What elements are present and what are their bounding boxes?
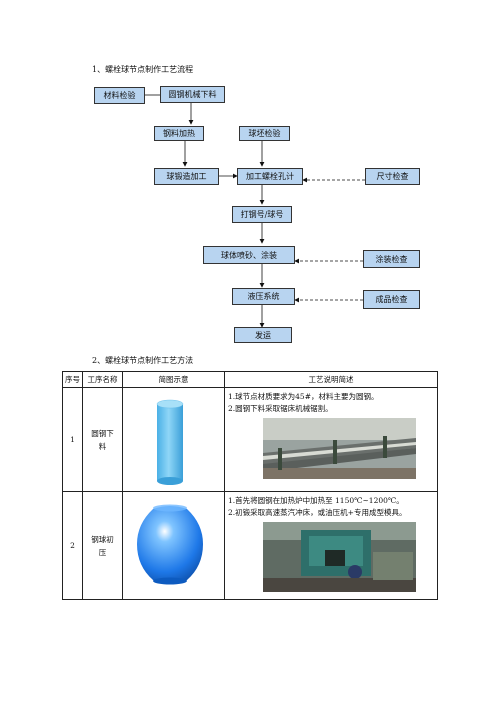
- row-name: 钢球初压: [82, 491, 123, 600]
- flow-saw-cut: 圆钢机械下料: [160, 86, 225, 103]
- forging-photo: [263, 522, 416, 592]
- flow-blank-check: 球坯检验: [239, 126, 290, 141]
- sphere-diagram: [122, 491, 225, 600]
- table-row: 2 钢球初压 1.首先将圆钢在加热炉中加: [62, 491, 438, 600]
- section-1-title: 1、螺栓球节点制作工艺流程: [92, 65, 194, 74]
- header-desc: 工艺说明简述: [224, 371, 438, 388]
- row-no: 2: [62, 491, 83, 600]
- flow-hydraulic: 液压系统: [232, 288, 295, 305]
- workshop-photo: [263, 418, 416, 479]
- flow-heat: 钢料加热: [154, 126, 204, 141]
- flowchart-connectors: [145, 94, 365, 328]
- row-no: 1: [62, 387, 83, 492]
- sawing-photo: [263, 418, 416, 479]
- table-row: 1 圆钢下料 1.球节点材质要求为45#，材料主要为圆钢。: [62, 387, 438, 492]
- desc-line: 2.圆钢下料采取锯床机械锯割。: [228, 404, 333, 413]
- flow-ship: 发运: [234, 327, 292, 343]
- row-desc: 1.首先将圆钢在加热炉中加热至 1150℃~1200℃。 2.初锻采取高速蒸汽冲…: [224, 491, 438, 600]
- header-name: 工序名称: [82, 371, 123, 388]
- flow-machining: 加工螺栓孔计: [237, 168, 303, 185]
- cylinder-illustration: [156, 399, 184, 485]
- flow-product-check: 成品检查: [363, 290, 420, 309]
- header-diagram: 简图示意: [122, 371, 225, 388]
- process-table: 序号 工序名称 简图示意 工艺说明简述 1 圆钢下料: [62, 371, 438, 600]
- section-2-title: 2、螺栓球节点制作工艺方法: [92, 356, 194, 365]
- flow-size-check: 尺寸检查: [365, 168, 420, 185]
- flow-material-check: 材料检验: [94, 87, 145, 104]
- desc-line: 1.球节点材质要求为45#，材料主要为圆钢。: [228, 392, 379, 401]
- table-header-row: 序号 工序名称 简图示意 工艺说明简述: [62, 371, 438, 388]
- flow-stamp: 打钢号/球号: [232, 206, 292, 223]
- header-no: 序号: [62, 371, 83, 388]
- flow-blast-paint: 球体喷砂、涂装: [203, 246, 295, 264]
- cylinder-diagram: [122, 387, 225, 492]
- press-photo: [263, 522, 416, 592]
- flow-forge: 球锻造加工: [154, 168, 219, 185]
- row-name: 圆钢下料: [82, 387, 123, 492]
- desc-line: 1.首先将圆钢在加热炉中加热至 1150℃~1200℃。: [228, 496, 404, 505]
- row-desc: 1.球节点材质要求为45#，材料主要为圆钢。 2.圆钢下料采取锯床机械锯割。: [224, 387, 438, 492]
- row-name-text: 圆钢下料: [91, 428, 114, 451]
- flow-coating-check: 涂装检查: [363, 250, 420, 268]
- desc-line: 2.初锻采取高速蒸汽冲床，或油压机+专用成型模具。: [228, 508, 407, 517]
- sphere-illustration: [137, 504, 203, 585]
- row-name-text: 钢球初压: [91, 534, 114, 557]
